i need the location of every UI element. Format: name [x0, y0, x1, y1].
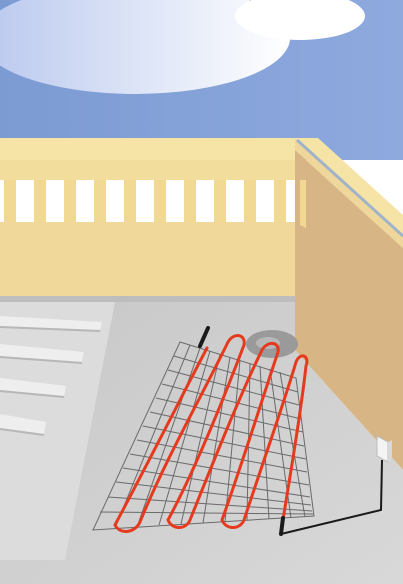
floor-shadow: [0, 296, 295, 302]
back-railing: [0, 138, 300, 302]
cable-end-bottom: [281, 518, 283, 534]
